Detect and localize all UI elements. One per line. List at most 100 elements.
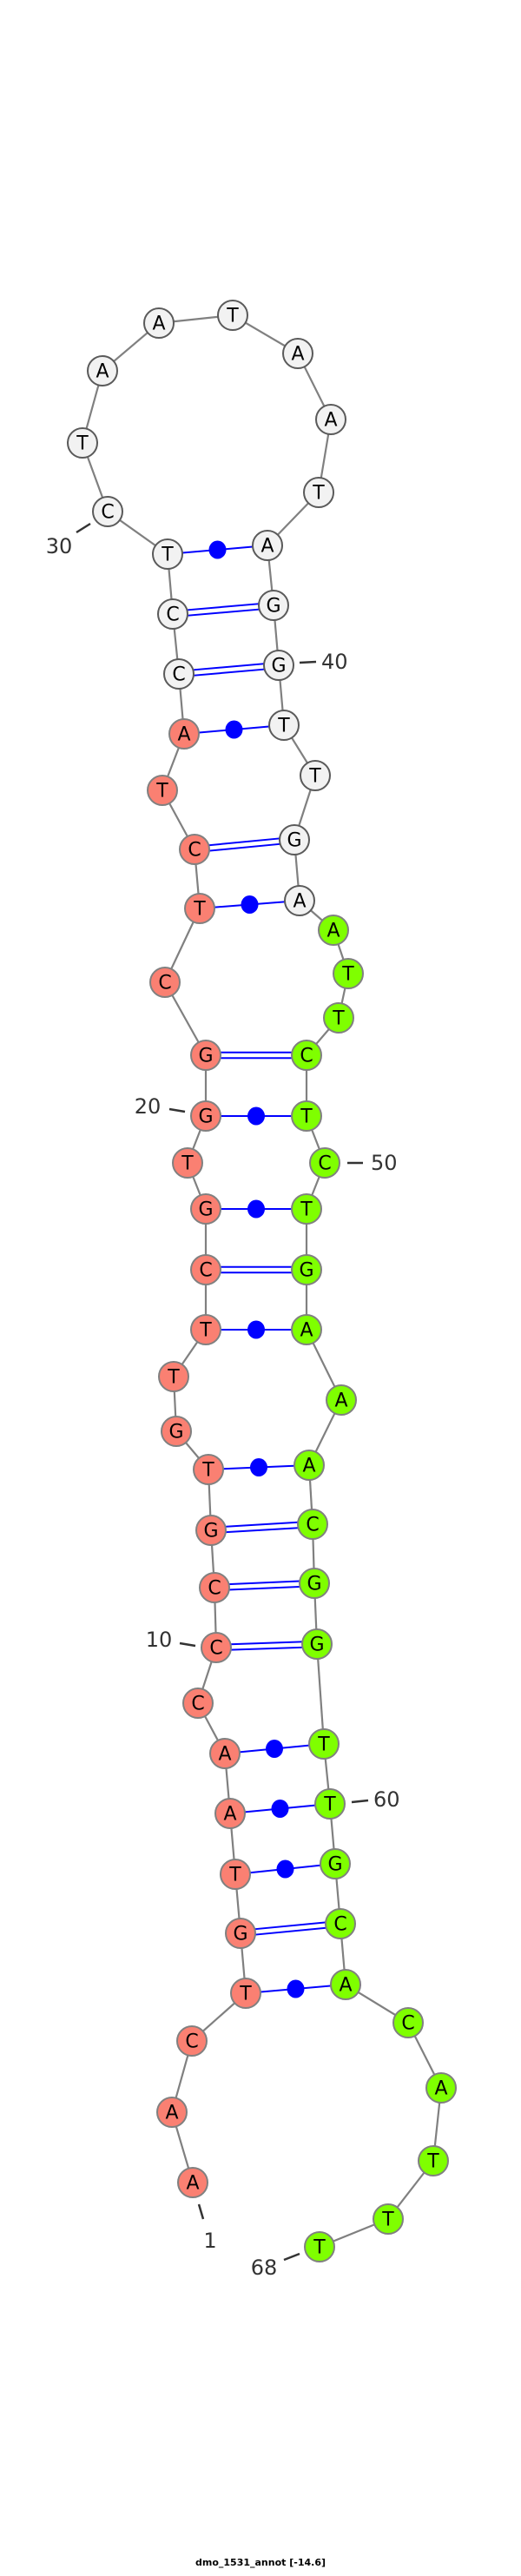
position-tick: [168, 1107, 186, 1113]
nucleotide-11[interactable]: C: [199, 1572, 230, 1603]
nucleotide-43[interactable]: G: [279, 824, 310, 855]
wobble-dot-icon: [287, 1979, 305, 1998]
nucleotide-16[interactable]: T: [190, 1314, 221, 1345]
base-pair-20-49: [206, 1106, 307, 1126]
nucleotide-66[interactable]: T: [418, 2145, 449, 2176]
nucleotide-58[interactable]: G: [301, 1628, 333, 1660]
nucleotide-46[interactable]: T: [333, 958, 364, 989]
nucleotide-47[interactable]: T: [323, 1002, 354, 1034]
nucleotide-circle: [190, 1040, 221, 1071]
nucleotide-51[interactable]: T: [291, 1193, 322, 1225]
nucleotide-3[interactable]: C: [176, 2025, 208, 2057]
nucleotide-42[interactable]: T: [300, 760, 331, 791]
nucleotide-18[interactable]: G: [190, 1193, 221, 1225]
nucleotide-letter: A: [152, 314, 165, 335]
nucleotide-59[interactable]: T: [308, 1728, 340, 1760]
nucleotide-32[interactable]: A: [87, 355, 118, 386]
position-tick: [197, 2203, 205, 2220]
nucleotide-circle: [291, 1193, 322, 1225]
nucleotide-68[interactable]: T: [304, 2231, 335, 2262]
nucleotide-circle: [333, 958, 364, 989]
position-number: 40: [321, 650, 348, 674]
pair-line: [178, 661, 279, 672]
nucleotide-letter: T: [312, 483, 325, 505]
nucleotide-1[interactable]: A: [177, 2167, 208, 2198]
nucleotide-27[interactable]: C: [163, 658, 195, 690]
nucleotide-circle: [284, 885, 315, 916]
nucleotide-53[interactable]: A: [291, 1314, 322, 1345]
nucleotide-21[interactable]: G: [190, 1040, 221, 1071]
nucleotide-12[interactable]: G: [195, 1515, 227, 1546]
nucleotide-63[interactable]: A: [330, 1969, 361, 2000]
nucleotide-circle: [157, 598, 188, 630]
nucleotide-20[interactable]: G: [190, 1100, 221, 1132]
pair-line: [240, 1919, 340, 1932]
nucleotide-65[interactable]: A: [425, 2072, 457, 2104]
nucleotide-55[interactable]: A: [293, 1450, 325, 1481]
nucleotide-60[interactable]: T: [314, 1788, 346, 1820]
nucleotide-10[interactable]: C: [201, 1632, 232, 1663]
nucleotide-26[interactable]: A: [168, 718, 200, 750]
nucleotide-30[interactable]: C: [92, 496, 123, 527]
nucleotide-4[interactable]: T: [230, 1978, 261, 2009]
nucleotide-19[interactable]: T: [172, 1147, 203, 1179]
nucleotide-circle: [214, 1798, 246, 1829]
nucleotide-61[interactable]: G: [320, 1848, 351, 1879]
nucleotide-36[interactable]: A: [315, 404, 346, 435]
nucleotide-22[interactable]: C: [149, 967, 181, 998]
nucleotide-67[interactable]: T: [373, 2203, 404, 2235]
nucleotide-circle: [225, 1918, 256, 1949]
nucleotide-28[interactable]: C: [157, 598, 188, 630]
nucleotide-48[interactable]: C: [291, 1040, 322, 1071]
nucleotide-letter: C: [172, 664, 185, 686]
nucleotide-37[interactable]: T: [303, 477, 334, 508]
nucleotide-57[interactable]: G: [299, 1568, 330, 1599]
nucleotide-14[interactable]: G: [161, 1416, 192, 1447]
nucleotide-23[interactable]: T: [184, 893, 215, 924]
nucleotide-9[interactable]: C: [182, 1688, 214, 1719]
nucleotide-38[interactable]: A: [252, 530, 283, 561]
nucleotide-44[interactable]: A: [284, 885, 315, 916]
nucleotide-letter: C: [185, 2031, 198, 2053]
nucleotide-letter: T: [341, 964, 354, 986]
nucleotide-52[interactable]: G: [291, 1254, 322, 1285]
nucleotide-35[interactable]: A: [282, 338, 313, 369]
nucleotide-circle: [190, 1314, 221, 1345]
nucleotide-34[interactable]: T: [217, 300, 248, 331]
nucleotide-17[interactable]: C: [190, 1254, 221, 1285]
nucleotide-circle: [314, 1788, 346, 1820]
nucleotide-45[interactable]: A: [318, 915, 349, 946]
position-tick: [299, 660, 317, 664]
nucleotide-49[interactable]: T: [291, 1100, 322, 1132]
nucleotide-33[interactable]: A: [143, 307, 175, 339]
nucleotide-letter: A: [339, 1975, 352, 1997]
base-pair-21-48: [206, 1051, 307, 1060]
nucleotide-5[interactable]: G: [225, 1918, 256, 1949]
pair-line: [241, 1925, 341, 1938]
nucleotide-15[interactable]: T: [158, 1361, 189, 1392]
nucleotide-62[interactable]: C: [325, 1908, 356, 1939]
nucleotide-25[interactable]: T: [147, 775, 178, 806]
nucleotide-13[interactable]: T: [193, 1454, 224, 1485]
nucleotide-41[interactable]: T: [268, 710, 300, 741]
base-pair-4-63: [245, 1979, 346, 1998]
nucleotide-6[interactable]: T: [220, 1859, 251, 1890]
nucleotide-8[interactable]: A: [209, 1738, 241, 1769]
nucleotide-7[interactable]: A: [214, 1798, 246, 1829]
nucleotide-24[interactable]: C: [179, 834, 210, 865]
nucleotide-50[interactable]: C: [309, 1147, 340, 1179]
nucleotide-2[interactable]: A: [156, 2097, 188, 2128]
nucleotide-letter: C: [333, 1914, 346, 1936]
nucleotide-40[interactable]: G: [263, 650, 294, 681]
nucleotide-31[interactable]: T: [67, 427, 98, 459]
nucleotide-circle: [161, 1416, 192, 1447]
nucleotide-letter: G: [271, 656, 286, 677]
nucleotide-54[interactable]: A: [326, 1384, 357, 1416]
nucleotide-29[interactable]: T: [152, 538, 183, 570]
nucleotide-letter: C: [306, 1515, 319, 1536]
base-pair-18-51: [206, 1199, 307, 1219]
nucleotide-39[interactable]: G: [258, 590, 289, 621]
nucleotide-56[interactable]: C: [297, 1509, 328, 1540]
nucleotide-64[interactable]: C: [392, 2007, 424, 2038]
